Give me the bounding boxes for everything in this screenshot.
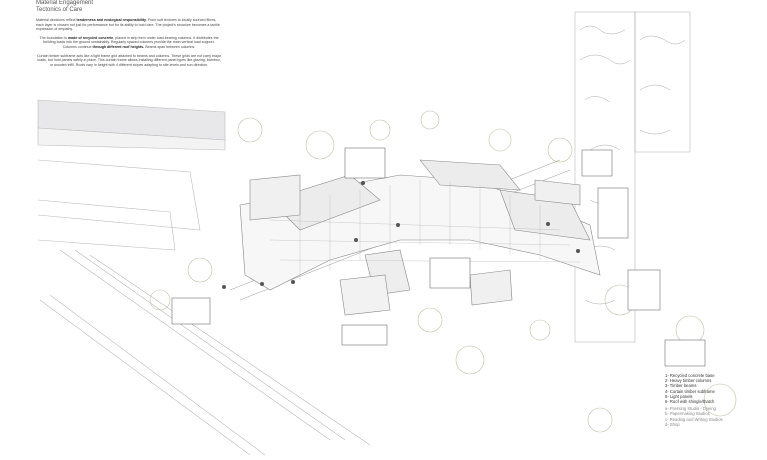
legend-item: 1- Recycled concrete base [665,373,715,378]
legend-item: 6- Roof with shingle/thatch [665,399,715,405]
callout-markers [222,181,580,289]
text: Beams span between columns. [144,44,196,49]
legend-item: 5- Light panels [665,393,693,399]
intro-paragraph-3: Curtain timber subframe acts like a ligh… [36,53,222,67]
legend-spaces: a- Pressing Studio - Dyeing b- Papermaki… [665,406,723,427]
emphasis: made of recycled concrete [67,35,114,40]
text: The foundation is [39,35,68,40]
legend-item: 4- Curtain timber subframe [665,388,715,394]
drawing-title: Material Engagement [36,0,94,6]
intro-text: Material decisions reflect tenderness an… [36,18,222,71]
legend-item: a- Pressing Studio - Dyeing [665,406,716,412]
text: Material decisions reflect [36,18,77,22]
intro-paragraph-2: The foundation is made of recycled concr… [36,36,222,50]
legend-item: 3- Timber beams [665,383,697,389]
legend: 1- Recycled concrete base 2- Heavy timbe… [665,373,723,427]
text: , placed in strip form under load-bearin… [43,35,219,49]
text: From soft textures to locally sourced fi… [36,18,220,32]
emphasis: through different roof heights. [92,44,145,49]
emphasis: tenderness and ecological responsibility… [76,18,147,22]
legend-item: b- Papermaking Studios [665,411,710,417]
intro-paragraph-1: Material decisions reflect tenderness an… [36,18,222,32]
neighbour-building [37,99,226,251]
vegetation [149,110,737,433]
legend-item: 2- Heavy timber columns [665,378,712,384]
drawing-subtitle: Tectonics of Care [36,7,83,13]
legend-item: c- Reading and Writing Studios [665,416,723,422]
annotation-callouts [171,147,706,367]
legend-item: d- Shop [665,421,680,427]
